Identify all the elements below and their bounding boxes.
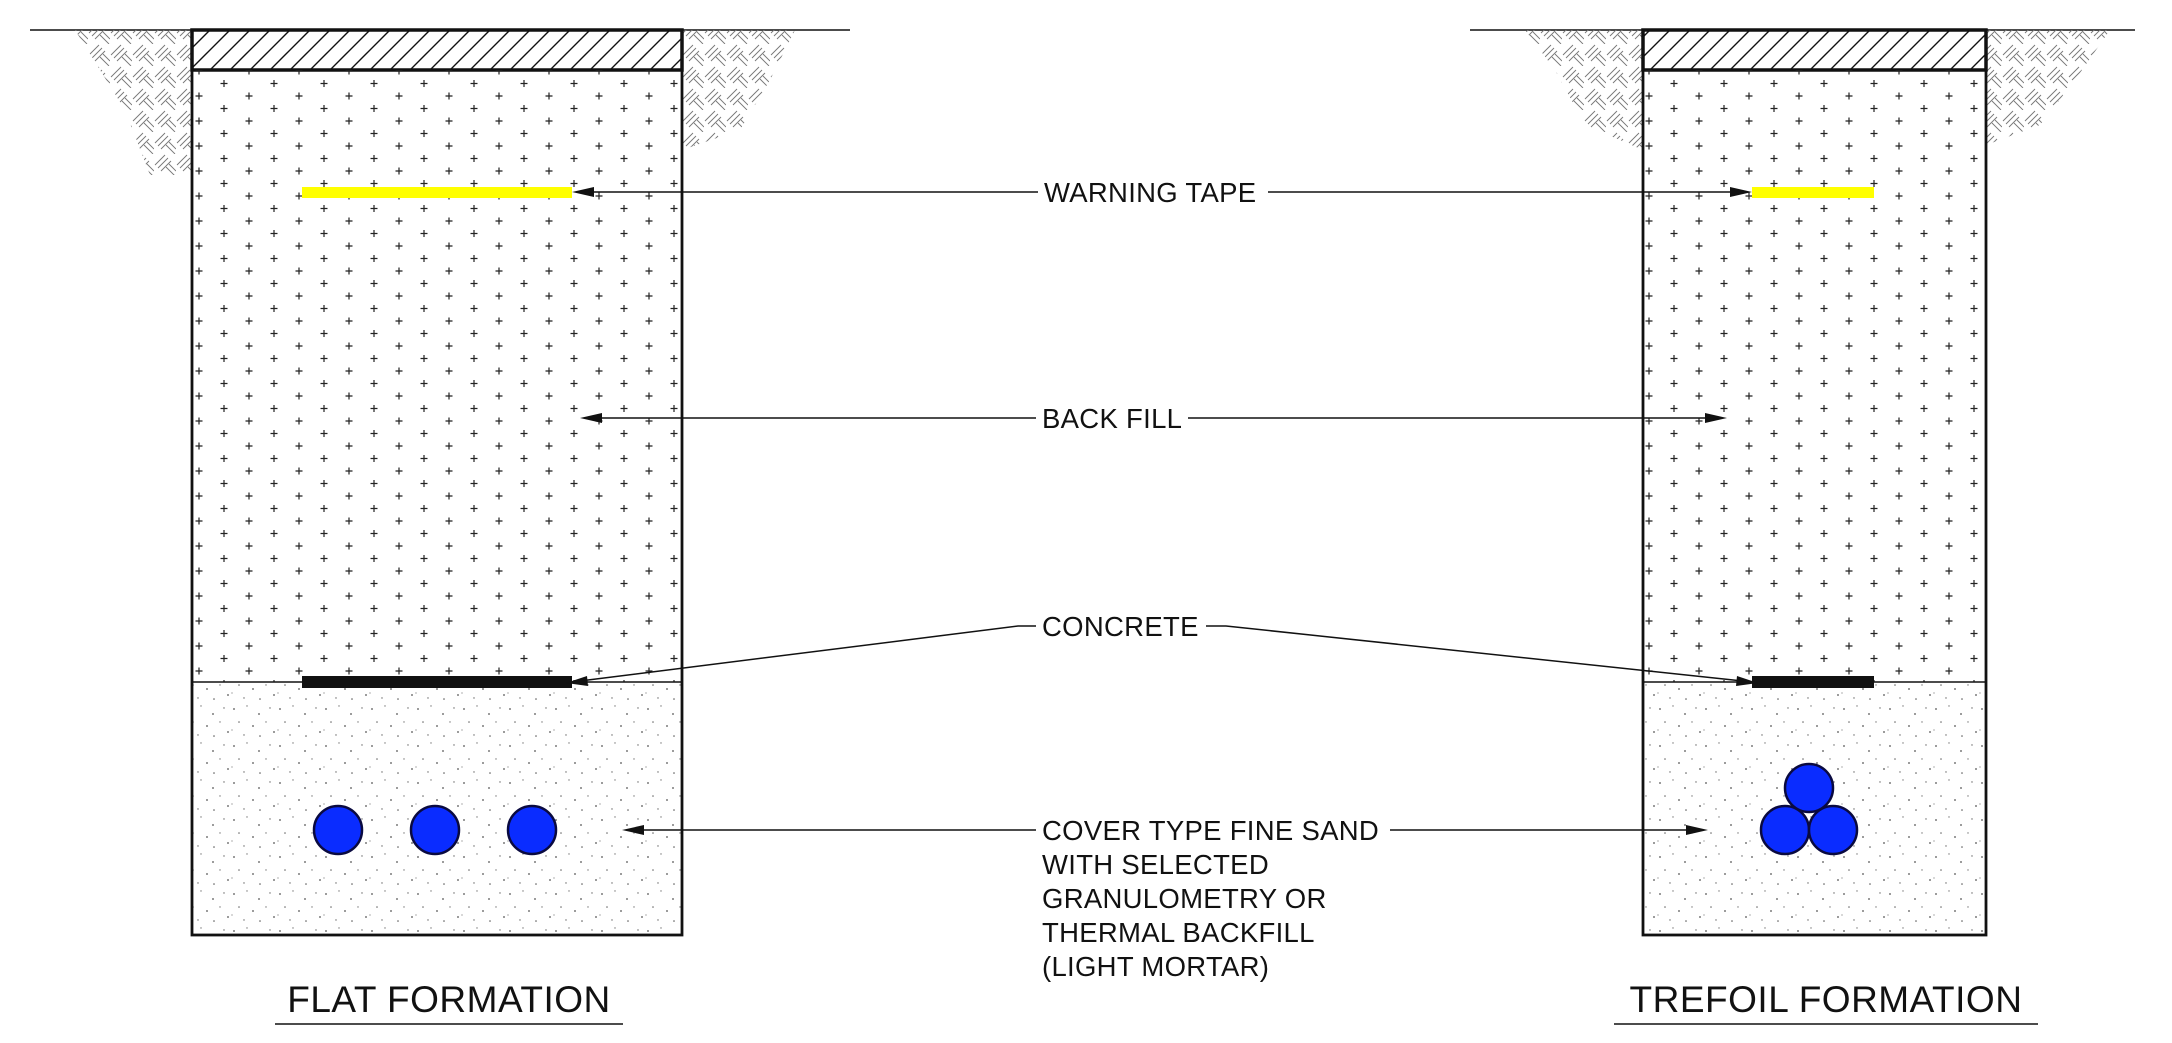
trefoil-formation-section: TREFOIL FORMATION (1470, 28, 2135, 1025)
cable-group-trefoil (1759, 762, 1859, 856)
back-fill-label: BACK FILL (1042, 403, 1182, 434)
soil-hatch-icon (1525, 30, 1643, 150)
backfill-zone (1643, 70, 1986, 682)
cable-icon (1807, 804, 1859, 856)
concrete-slab (302, 676, 572, 688)
flat-formation-title: FLAT FORMATION (287, 979, 611, 1020)
arrowhead (580, 413, 602, 423)
trench-outline (1641, 28, 1988, 937)
cable-icon (506, 804, 558, 856)
flat-formation-section: FLAT FORMATION (30, 28, 850, 1025)
trefoil-formation-title: TREFOIL FORMATION (1630, 979, 2023, 1020)
flat-formation-title-group: FLAT FORMATION (275, 979, 623, 1025)
surface-cover-slab (1641, 28, 1988, 72)
arrowhead (1736, 676, 1758, 686)
leader-line (571, 625, 1036, 683)
arrowhead (1705, 413, 1727, 423)
cover-sand-label-line-5: (LIGHT MORTAR) (1042, 951, 1269, 982)
surface-cover-slab (190, 28, 684, 72)
warning-tape-label: WARNING TAPE (1044, 177, 1256, 208)
trefoil-formation-title-group: TREFOIL FORMATION (1614, 979, 2038, 1025)
arrowhead (572, 187, 594, 197)
cover-sand-label-line-4: THERMAL BACKFILL (1042, 917, 1315, 948)
soil-hatch-icon (682, 30, 795, 150)
cable-icon (1759, 804, 1811, 856)
cover-sand-label-line-2: WITH SELECTED (1042, 849, 1269, 880)
warning-tape (1752, 187, 1874, 198)
concrete-slab (1752, 676, 1874, 688)
callout-warning-tape: WARNING TAPE (572, 177, 1752, 208)
leader-line (1206, 625, 1753, 683)
backfill-zone (192, 70, 682, 682)
arrowhead (1730, 187, 1752, 197)
cable-group-flat (312, 804, 558, 856)
callout-cover-sand: COVER TYPE FINE SAND WITH SELECTED GRANU… (622, 815, 1708, 982)
warning-tape (302, 187, 572, 198)
cover-sand-label-line-3: GRANULOMETRY OR (1042, 883, 1327, 914)
cover-sand-label-line-1: COVER TYPE FINE SAND (1042, 815, 1379, 846)
soil-hatch-icon (75, 30, 192, 175)
concrete-label: CONCRETE (1042, 611, 1199, 642)
cable-icon (1783, 762, 1835, 814)
trench-outline (190, 28, 684, 937)
soil-hatch-icon (1986, 30, 2110, 145)
cable-icon (409, 804, 461, 856)
arrowhead (566, 676, 588, 686)
callout-concrete: CONCRETE (566, 611, 1758, 686)
cable-icon (312, 804, 364, 856)
callout-back-fill: BACK FILL (580, 403, 1727, 434)
arrowhead (622, 825, 644, 835)
arrowhead (1686, 825, 1708, 835)
